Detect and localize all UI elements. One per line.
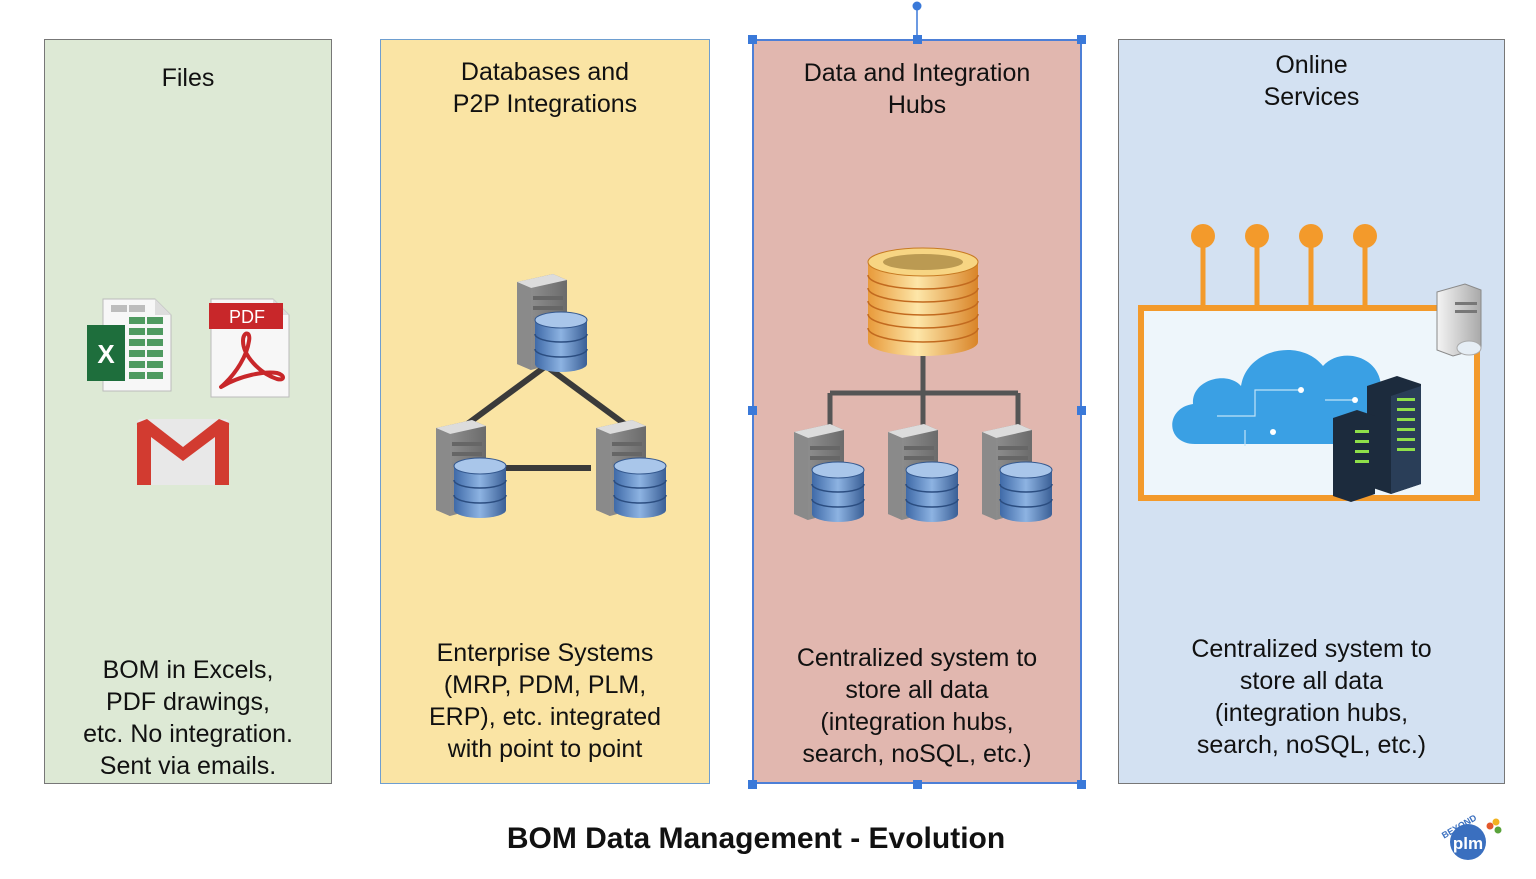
diagram-title: BOM Data Management - Evolution — [506, 822, 1006, 855]
resize-handle-top[interactable] — [913, 35, 922, 44]
resize-handle-bottom-right[interactable] — [1077, 780, 1086, 789]
hub-connection-lines — [827, 354, 1021, 431]
panel-description-files: BOM in Excels, PDF drawings, etc. No int… — [83, 656, 293, 780]
cloud-services-diagram — [1138, 224, 1482, 502]
server-database-icon — [595, 419, 667, 519]
resize-handle-right[interactable] — [1077, 406, 1086, 415]
panel-title-files: Files — [161, 64, 215, 92]
panel-description-online: Centralized system to store all data (in… — [1191, 635, 1432, 759]
panel-title-databases: Databases and P2P Integrations — [452, 58, 638, 118]
rotation-handle[interactable] — [912, 0, 922, 40]
resize-handle-top-left[interactable] — [748, 35, 757, 44]
antenna-pins — [1191, 224, 1377, 308]
panel-description-databases: Enterprise Systems (MRP, PDM, PLM, ERP),… — [428, 639, 662, 763]
central-gold-database-icon — [867, 247, 979, 356]
databases-panel: Databases and P2P Integrations Enterpris… — [380, 39, 710, 784]
server-database-icon — [887, 423, 959, 523]
files-panel: Files X PDF BOM in Excels, PDF drawings,… — [44, 39, 332, 784]
server-database-icon — [793, 423, 865, 523]
logo-main-text: plm — [1453, 834, 1483, 853]
hubs-panel[interactable]: Data and Integration Hubs Centralized sy… — [752, 39, 1082, 784]
server-racks-icon — [1333, 376, 1421, 502]
beyond-plm-logo: plm BEYOND — [1440, 812, 1502, 860]
server-database-icon — [435, 419, 507, 519]
resize-handle-bottom-left[interactable] — [748, 780, 757, 789]
resize-handle-top-right[interactable] — [1077, 35, 1086, 44]
resize-handle-bottom[interactable] — [913, 780, 922, 789]
excel-icon: X — [87, 298, 172, 392]
panel-title-online: Online Services — [1263, 51, 1360, 111]
pdf-icon: PDF — [209, 298, 290, 398]
hub-diagram — [793, 247, 1053, 523]
p2p-connection-lines — [464, 363, 628, 471]
panel-description-hubs: Centralized system to store all data (in… — [796, 644, 1038, 768]
panel-title-hubs: Data and Integration Hubs — [803, 59, 1031, 119]
server-database-icon — [516, 273, 588, 373]
gmail-icon — [136, 419, 230, 485]
online-services-panel: Online Services — [1118, 39, 1505, 784]
resize-handle-left[interactable] — [748, 406, 757, 415]
server-database-icon — [981, 423, 1053, 523]
excel-letter: X — [97, 339, 115, 369]
pdf-label: PDF — [229, 307, 265, 327]
p2p-network-diagram — [435, 273, 667, 519]
small-server-icon — [1436, 283, 1482, 357]
